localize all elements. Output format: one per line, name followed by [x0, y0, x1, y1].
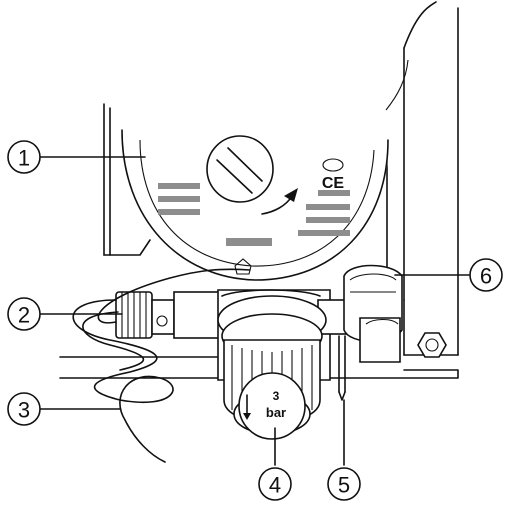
callout-6-number: 6 [480, 264, 492, 289]
mounting-bolt [417, 332, 447, 358]
knob-value: 3 [273, 389, 280, 403]
callout-1-number: 1 [18, 146, 30, 171]
callout-3: 3 [7, 392, 41, 426]
ce-marking: CE [322, 175, 345, 192]
outlet-fitting [343, 264, 403, 363]
callout-5: 5 [327, 467, 361, 501]
coiled-hose [72, 268, 251, 463]
leader-lines [39, 156, 471, 466]
hose-nut [115, 291, 221, 339]
pressure-knob[interactable]: 3 bar [217, 295, 327, 440]
cover-plate: CE [118, 40, 409, 282]
down-arrow-icon [243, 413, 251, 420]
knob-unit: bar [266, 405, 286, 420]
callout-4: 4 [258, 467, 292, 501]
callout-1: 1 [7, 140, 41, 174]
rotation-arrow-icon [261, 188, 298, 215]
label-bars [158, 183, 350, 246]
callout-2-number: 2 [18, 303, 30, 328]
locking-pin [338, 335, 346, 401]
marking-oval [322, 158, 344, 172]
cover-screw [206, 135, 274, 203]
callout-4-number: 4 [269, 473, 281, 498]
callout-5-number: 5 [338, 473, 350, 498]
callout-3-number: 3 [18, 398, 30, 423]
callout-6: 6 [469, 258, 503, 292]
callout-2: 2 [7, 297, 41, 331]
